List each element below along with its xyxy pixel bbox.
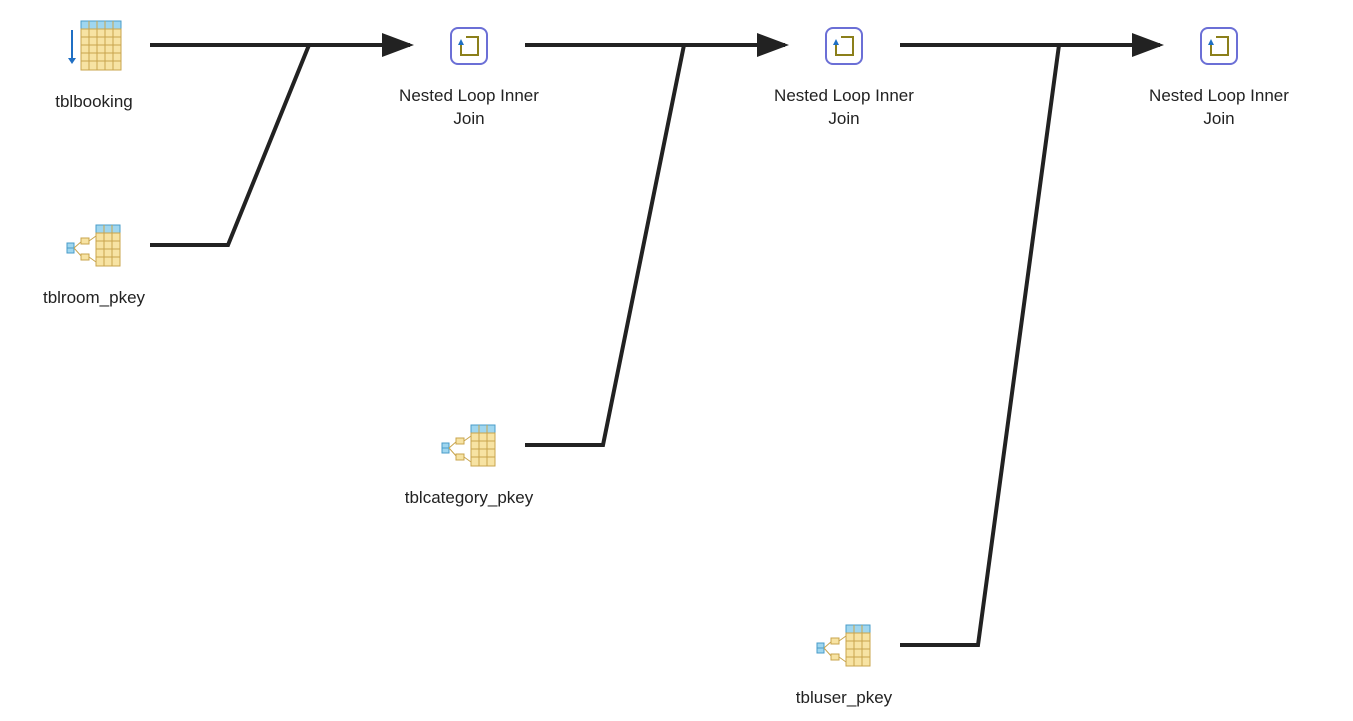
node-label: Nested Loop Inner Join (399, 86, 539, 128)
node-label: tblbooking (55, 92, 133, 111)
node-index-user[interactable]: tbluser_pkey (744, 624, 944, 709)
seq-scan-table-icon (68, 20, 122, 71)
edge-userpkey-to-join3 (900, 44, 1061, 647)
node-seq-scan[interactable]: tblbooking (0, 20, 194, 113)
node-label: Nested Loop Inner Join (774, 86, 914, 128)
node-index-category[interactable]: tblcategory_pkey (369, 424, 569, 509)
edge-categorypkey-to-join2 (525, 44, 686, 447)
index-scan-icon (816, 624, 871, 667)
nested-loop-icon (1200, 27, 1238, 65)
node-join-2[interactable]: Nested Loop Inner Join (744, 26, 944, 130)
node-index-room[interactable]: tblroom_pkey (0, 224, 194, 309)
node-label: tblcategory_pkey (404, 488, 534, 507)
nested-loop-icon (825, 27, 863, 65)
edge-roompkey-to-join1 (150, 44, 311, 247)
node-label: Nested Loop Inner Join (1149, 86, 1289, 128)
index-scan-icon (66, 224, 121, 267)
node-label: tbluser_pkey (795, 688, 893, 707)
node-join-1[interactable]: Nested Loop Inner Join (369, 26, 569, 130)
node-join-3[interactable]: Nested Loop Inner Join (1119, 26, 1319, 130)
nested-loop-icon (450, 27, 488, 65)
node-label: tblroom_pkey (42, 288, 146, 307)
index-scan-icon (441, 424, 496, 467)
